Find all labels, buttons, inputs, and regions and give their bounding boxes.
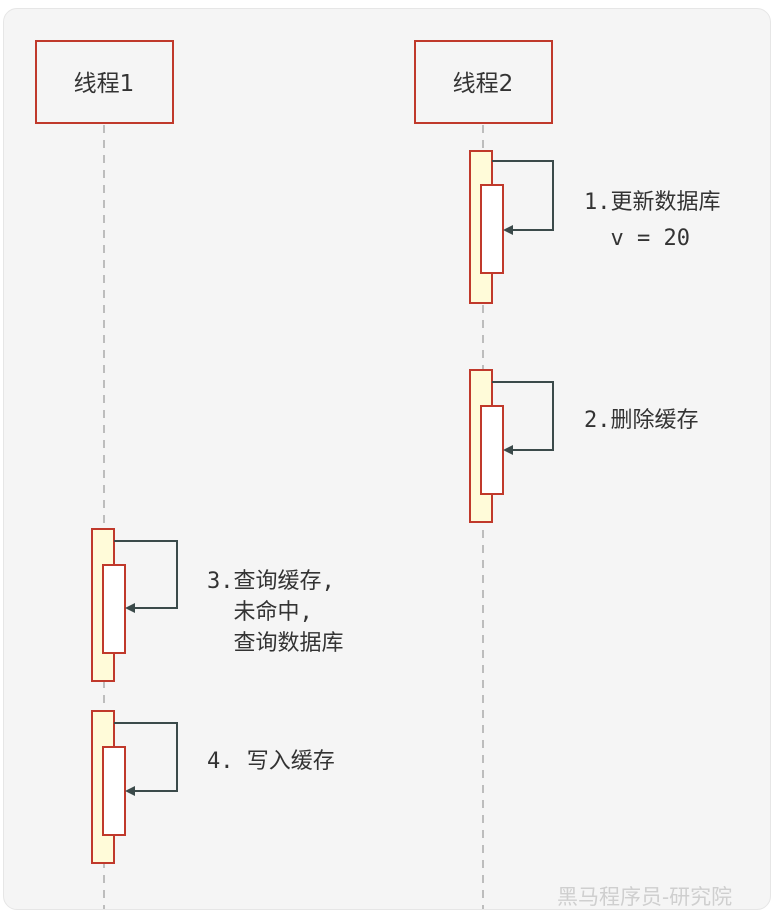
step-4-self-arrow xyxy=(114,722,178,796)
step-2-activation xyxy=(469,369,554,523)
step-1-label-line-1: 1.更新数据库 xyxy=(584,190,721,215)
step-4-label: 4. 写入缓存 xyxy=(207,749,335,774)
step-3-self-arrow xyxy=(114,540,178,613)
diagram-canvas: 线程1 线程2 1.更新数据库 v = 20 2.删除缓存 xyxy=(3,8,771,910)
step-4-label-line-1: 4. 写入缓存 xyxy=(207,749,335,774)
participant-thread-2: 线程2 xyxy=(414,40,553,124)
step-1-label: 1.更新数据库 v = 20 xyxy=(584,190,734,251)
step-1-label-line-2: v = 20 xyxy=(584,226,690,251)
step-2-label: 2.删除缓存 xyxy=(584,408,699,433)
step-3-activation xyxy=(91,528,178,682)
participant-thread-1-label: 线程1 xyxy=(74,71,135,97)
step-3-label: 3.查询缓存, 未命中, 查询数据库 xyxy=(207,569,348,656)
participant-thread-1: 线程1 xyxy=(35,40,174,124)
step-4-activation xyxy=(91,710,178,864)
watermark: 黑马程序员-研究院 xyxy=(557,885,732,909)
step-1-activation xyxy=(469,150,554,304)
step-3-label-line-3: 查询数据库 xyxy=(207,631,344,656)
step-1-self-arrow xyxy=(492,160,554,235)
step-3-label-line-2: 未命中, xyxy=(207,600,313,625)
step-2-self-arrow xyxy=(492,381,554,455)
step-2-label-line-1: 2.删除缓存 xyxy=(584,408,699,433)
participant-thread-2-label: 线程2 xyxy=(453,71,514,97)
sequence-diagram: 线程1 线程2 1.更新数据库 v = 20 2.删除缓存 xyxy=(35,40,734,909)
step-3-label-line-1: 3.查询缓存, xyxy=(207,569,335,594)
